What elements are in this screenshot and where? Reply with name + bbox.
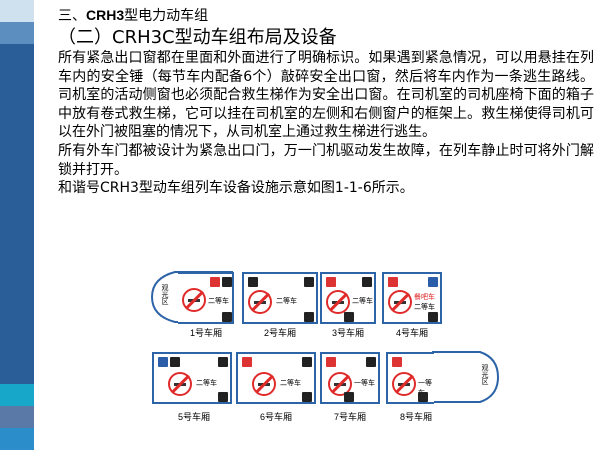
- accessible-icon: [158, 357, 168, 367]
- side-block: [0, 406, 34, 428]
- paragraph-3: 和谐号CRH3型动车组列车设备设施示意如图1-1-6所示。: [58, 180, 414, 197]
- fire-extinguisher-icon: [326, 277, 336, 287]
- slide-content: 三、CRH3型电力动车组 （二）CRH3C型动车组布局及设备 所有紧急出口窗都在…: [58, 6, 594, 198]
- fire-extinguisher-icon: [326, 357, 336, 367]
- section-title: 三、CRH3型电力动车组: [58, 6, 594, 25]
- car-1: 二等车: [178, 272, 234, 324]
- no-smoking-icon: [328, 372, 352, 396]
- car-2: 二等车: [242, 272, 318, 324]
- luggage-icon: [218, 392, 228, 402]
- section-prefix: 三、: [58, 8, 86, 24]
- decorative-side-bar: [0, 0, 34, 450]
- car-label: 6号车厢: [259, 412, 292, 422]
- car-class-label: 餐吧车: [414, 293, 435, 301]
- no-smoking-icon: [388, 290, 412, 314]
- car-class-label: 一等车: [354, 379, 375, 387]
- car-class-label: 二等车: [280, 379, 301, 387]
- observation-area-label-front: 观光区: [161, 284, 169, 305]
- paragraph-2: 所有外车门都被设计为紧急出口门，万一门机驱动发生故障，在列车静止时可将外门解锁并…: [58, 142, 594, 178]
- luggage-icon: [302, 357, 312, 367]
- section-suffix: 型电力动车组: [124, 8, 209, 24]
- side-block: [0, 0, 34, 22]
- car-6: 二等车: [236, 352, 316, 404]
- car-8: 一等车: [386, 352, 434, 404]
- side-block: [0, 44, 34, 384]
- side-block: [0, 384, 34, 406]
- subtitle: （二）CRH3C型动车组布局及设备: [58, 27, 337, 48]
- fire-extinguisher-icon: [210, 277, 220, 287]
- no-smoking-icon: [326, 290, 350, 314]
- car-5: 二等车: [152, 352, 232, 404]
- toilet-icon: [170, 357, 180, 367]
- no-smoking-icon: [252, 372, 276, 396]
- car-class-label: 二等车: [208, 297, 229, 305]
- luggage-icon: [302, 392, 312, 402]
- no-smoking-icon: [182, 288, 206, 312]
- train-layout-diagram: 观光区 观光区 二等车 二等车 二等车 餐吧车 二等车 1号车厢 2号车厢 3号…: [150, 256, 500, 436]
- luggage-icon: [222, 277, 232, 287]
- car-class-label: 二等车: [196, 379, 217, 387]
- car-4: 餐吧车 二等车: [382, 272, 442, 324]
- car-label: 5号车厢: [177, 412, 210, 422]
- no-smoking-icon: [248, 290, 272, 314]
- luggage-icon: [304, 277, 314, 287]
- no-smoking-icon: [392, 372, 416, 396]
- car-label: 1号车厢: [189, 328, 222, 338]
- no-smoking-icon: [168, 372, 192, 396]
- car-label: 2号车厢: [263, 328, 296, 338]
- toilet-icon: [248, 277, 258, 287]
- luggage-icon: [366, 357, 376, 367]
- luggage-icon: [418, 392, 428, 402]
- side-block: [0, 428, 34, 450]
- car-label: 7号车厢: [333, 412, 366, 422]
- section-bold: CRH3: [86, 7, 125, 23]
- luggage-icon: [362, 277, 372, 287]
- observation-area-label-rear: 观光区: [481, 364, 489, 385]
- fire-extinguisher-icon: [388, 277, 398, 287]
- paragraph-1: 所有紧急出口窗都在里面和外面进行了明确标识。如果遇到紧急情况，可以用悬挂在列车内…: [58, 50, 594, 141]
- side-block: [0, 22, 34, 44]
- car-7: 一等车: [320, 352, 380, 404]
- car-3: 二等车: [320, 272, 376, 324]
- car-label: 3号车厢: [331, 328, 364, 338]
- car-label: 8号车厢: [399, 412, 432, 422]
- car-label: 4号车厢: [395, 328, 428, 338]
- car-class-label: 二等车: [352, 297, 373, 305]
- car-class-label: 二等车: [276, 297, 297, 305]
- luggage-icon: [222, 312, 232, 322]
- luggage-icon: [304, 312, 314, 322]
- bin-icon: [428, 277, 438, 287]
- toilet-icon: [344, 312, 354, 322]
- luggage-icon: [428, 312, 438, 322]
- car-class-sub-label: 二等车: [414, 303, 435, 311]
- fire-extinguisher-icon: [242, 357, 252, 367]
- toilet-icon: [344, 392, 354, 402]
- luggage-icon: [218, 357, 228, 367]
- fire-extinguisher-icon: [392, 357, 402, 367]
